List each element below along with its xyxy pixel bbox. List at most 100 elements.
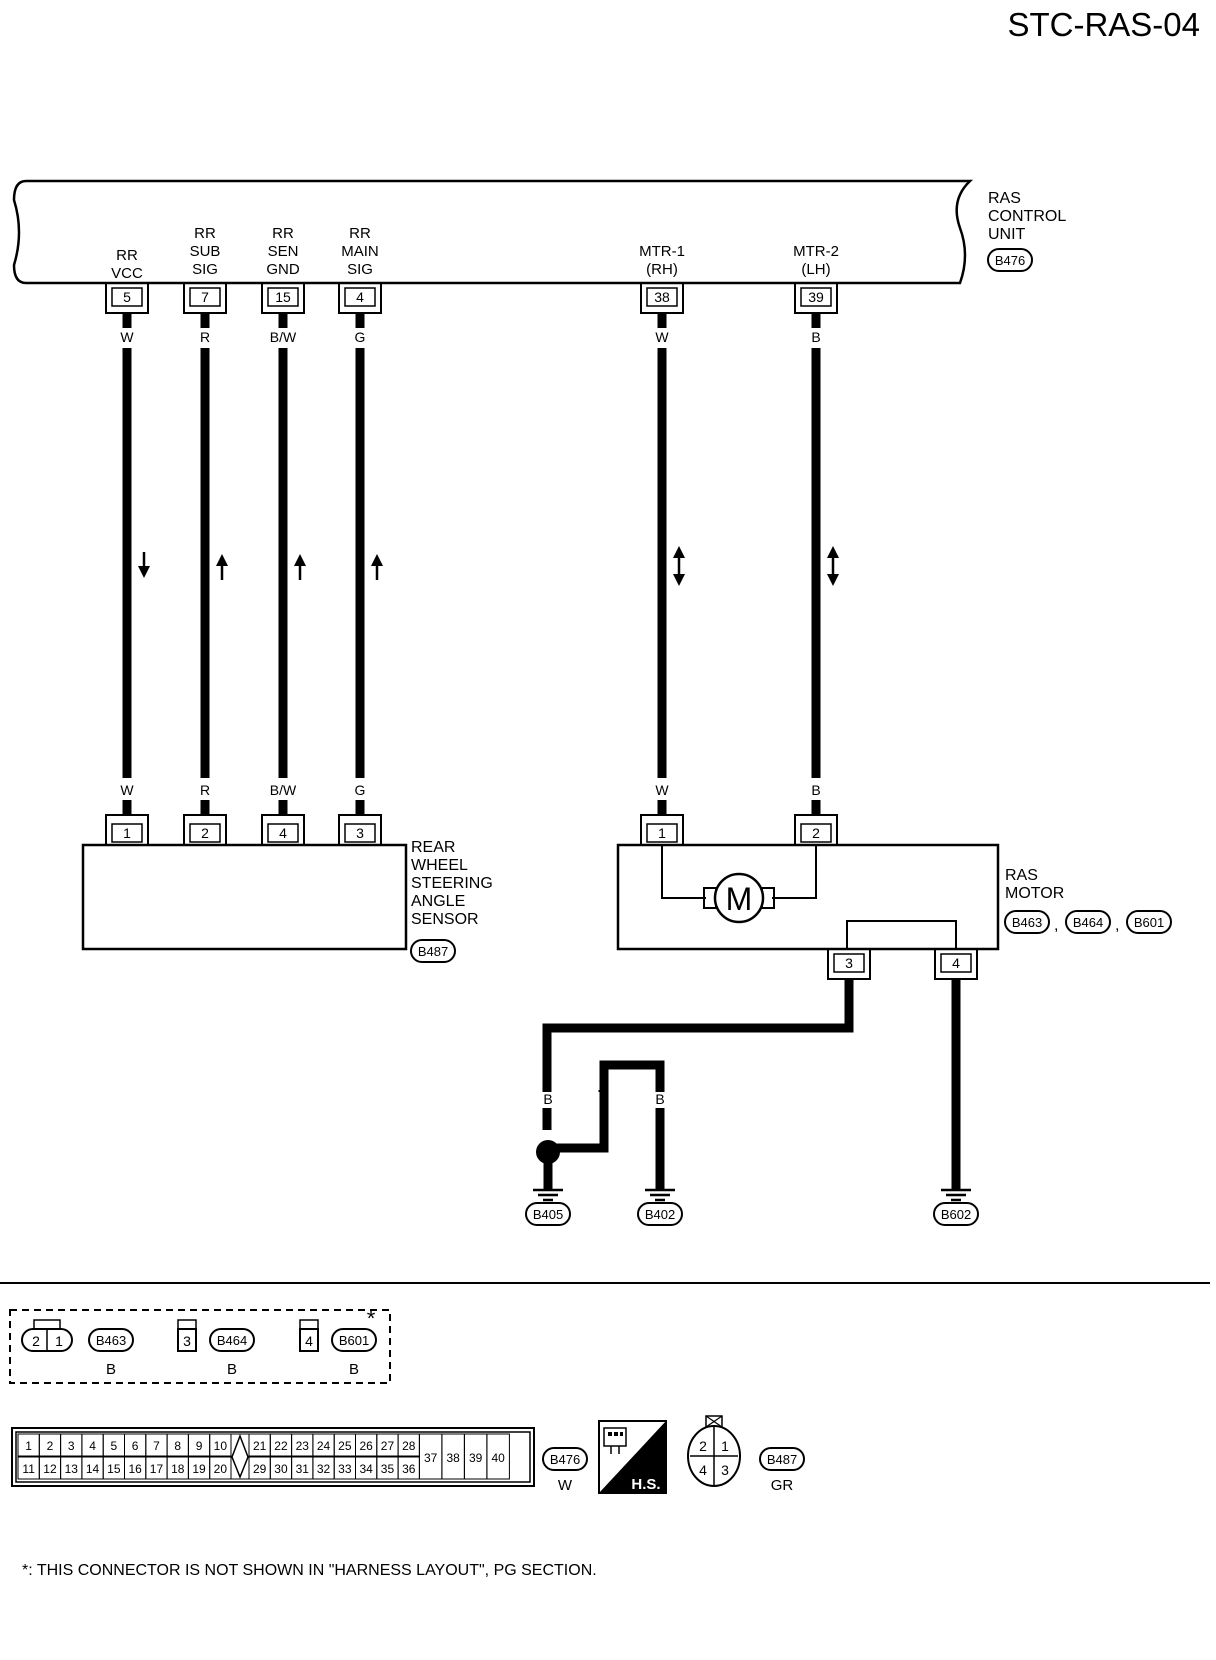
b476-pin: 11: [22, 1462, 35, 1476]
ground-icon: [533, 1188, 563, 1202]
b476-pin: 34: [359, 1462, 373, 1476]
wire-color-top: B/W: [270, 329, 297, 345]
svg-text:B487: B487: [767, 1452, 797, 1467]
b476-pin: 30: [274, 1462, 288, 1476]
wire-color-top: G: [355, 329, 366, 345]
footnote: *: THIS CONNECTOR IS NOT SHOWN IN "HARNE…: [22, 1562, 597, 1579]
terminal-label-mtr-1: MTR-1 (RH): [639, 243, 685, 278]
b476-pin: 40: [491, 1451, 505, 1465]
b476-pin: 35: [381, 1462, 395, 1476]
b476-pin: 24: [317, 1439, 331, 1453]
signal-direction-arrow: [673, 546, 685, 586]
b476-pin: 17: [150, 1462, 164, 1476]
ground-B402: B402: [637, 1188, 683, 1226]
svg-text:B: B: [599, 1091, 608, 1107]
ground-B405: B405: [525, 1162, 571, 1226]
b476-pin: 39: [469, 1451, 483, 1465]
signal-direction-arrow: [371, 554, 383, 580]
sensor-label: REAR WHEEL STEERING ANGLE SENSOR: [411, 839, 493, 928]
b476-pin: 33: [338, 1462, 352, 1476]
wire-color-bottom: B: [811, 782, 820, 798]
component-pin-number: 1: [658, 825, 666, 841]
component-pin-number: 4: [279, 825, 287, 841]
cu-pin-7: 7: [183, 283, 227, 314]
b476-pin: 22: [274, 1439, 288, 1453]
ground-ref: B405: [525, 1202, 571, 1226]
connector-color: B: [227, 1361, 237, 1378]
component-pin-number: 2: [812, 825, 820, 841]
svg-text:B: B: [655, 1091, 664, 1107]
b476-pin: 16: [128, 1462, 142, 1476]
b476-pin: 23: [296, 1439, 310, 1453]
splice-dot: [536, 1140, 560, 1164]
svg-text:VCC: VCC: [111, 265, 143, 282]
svg-text:B: B: [844, 990, 853, 1006]
connector-ref-text: B601: [339, 1333, 369, 1348]
component-pin-number: 3: [356, 825, 364, 841]
svg-text:RR: RR: [272, 225, 294, 242]
svg-text:SIG: SIG: [347, 261, 373, 278]
signal-direction-arrow: [216, 554, 228, 580]
connector-views-frame: [9, 1309, 391, 1384]
wire-2: RR: [200, 313, 228, 815]
svg-text:RR: RR: [194, 225, 216, 242]
connector-ref: B601: [331, 1328, 377, 1352]
control-unit-label: RAS CONTROL UNIT: [988, 190, 1066, 243]
signal-direction-arrow: [827, 546, 839, 586]
b476-pin: 29: [253, 1462, 267, 1476]
svg-text:(LH): (LH): [801, 261, 830, 278]
motor-connector-refs: B463 , B464 , B601: [1004, 910, 1172, 934]
svg-text:MTR-1: MTR-1: [639, 243, 685, 260]
b476-pin: 9: [196, 1439, 203, 1453]
component-pin-motor-2: 2: [794, 814, 838, 845]
diagram-id: STC-RAS-04: [1007, 6, 1200, 43]
ground-ref: B402: [637, 1202, 683, 1226]
svg-text:WHEEL: WHEEL: [411, 857, 468, 874]
svg-text:SEN: SEN: [268, 243, 299, 260]
b476-pin: 36: [402, 1462, 416, 1476]
connector-ref-b487: B487: [410, 939, 456, 963]
b476-pin: 21: [253, 1439, 267, 1453]
pin-label: 2: [32, 1333, 40, 1349]
svg-text:3: 3: [721, 1462, 729, 1478]
not-shown-marker: *: [367, 1306, 376, 1331]
ground-icon: [645, 1188, 675, 1202]
svg-text:REAR: REAR: [411, 839, 455, 856]
b476-pin: 15: [107, 1462, 121, 1476]
svg-text:RR: RR: [349, 225, 371, 242]
b476-pin: 31: [296, 1462, 310, 1476]
wire-color-top: W: [120, 329, 134, 345]
b476-pin: 28: [402, 1439, 416, 1453]
connector-ref-b487-view: B487 GR: [759, 1447, 805, 1494]
wire-color-bottom: W: [655, 782, 669, 798]
svg-text:W: W: [558, 1477, 573, 1494]
b476-pin: 8: [174, 1439, 181, 1453]
connector-color: B: [349, 1361, 359, 1378]
cu-pin-number: 15: [275, 289, 291, 305]
svg-text:,: ,: [1115, 917, 1119, 934]
component-pin-number: 2: [201, 825, 209, 841]
b476-pin: 20: [214, 1462, 228, 1476]
svg-text:,: ,: [1054, 917, 1058, 934]
ground-wire-colors: B B B B: [543, 990, 853, 1107]
wire-color-bottom: B/W: [270, 782, 297, 798]
b487-connector-face: 2 1 4 3: [687, 1415, 741, 1487]
terminal-label-rr-vcc: RR VCC: [111, 247, 143, 282]
b476-pin: 7: [153, 1439, 160, 1453]
ground-ref-text: B405: [533, 1207, 563, 1222]
connector-color: B: [106, 1361, 116, 1378]
cu-pin-number: 7: [201, 289, 209, 305]
connector-face-icon: [603, 1427, 627, 1454]
svg-text:B: B: [543, 1091, 552, 1107]
svg-text:H.S.: H.S.: [631, 1476, 660, 1493]
ground-ref-text: B602: [941, 1207, 971, 1222]
sensor-body: [81, 843, 408, 951]
b476-pin: 25: [338, 1439, 352, 1453]
ground-icon: [941, 1188, 971, 1202]
b476-pin: 13: [65, 1462, 79, 1476]
cu-pin-39: 39: [794, 283, 838, 314]
wire-1: WW: [120, 313, 150, 815]
b476-pin: 12: [43, 1462, 57, 1476]
